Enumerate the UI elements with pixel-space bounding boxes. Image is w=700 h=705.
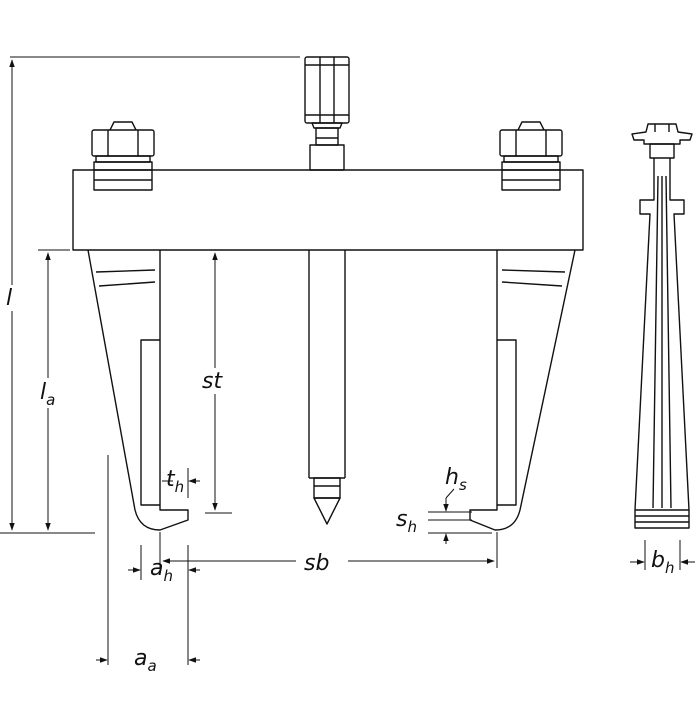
spindle-shaft: [308, 250, 346, 525]
label-sh: sh: [396, 507, 417, 536]
label-aa: aa: [134, 646, 157, 675]
label-bh: bh: [651, 548, 674, 577]
right-nut: [499, 121, 563, 191]
label-st: st: [202, 369, 223, 394]
spindle-head: [304, 56, 350, 171]
side-view: [631, 123, 693, 529]
crossbar: [72, 169, 584, 251]
left-jaw: [87, 249, 189, 531]
label-th: th: [166, 467, 184, 496]
label-sb: sb: [304, 551, 329, 576]
label-la: la: [40, 380, 55, 409]
label-ah: ah: [150, 556, 173, 585]
label-l: l: [6, 286, 12, 311]
right-jaw: [469, 249, 576, 531]
left-nut: [91, 121, 155, 191]
label-hs: hs: [445, 465, 467, 494]
